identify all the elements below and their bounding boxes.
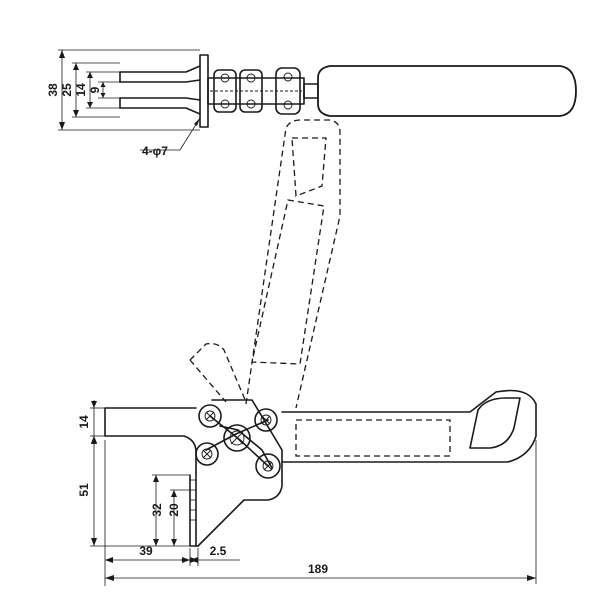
top-rivet	[220, 73, 230, 83]
side-dim-51: 51	[77, 436, 190, 547]
dim-label-14-side: 14	[77, 415, 91, 429]
dim-label-32: 32	[150, 503, 164, 517]
top-rivet	[220, 99, 230, 109]
phantom-handle-grip	[251, 199, 325, 365]
top-handle-grip	[317, 65, 577, 117]
top-dim-holes: 4-φ7	[140, 117, 201, 158]
top-fork-upper-outer	[119, 65, 201, 73]
side-view: 14 51 32 20 39	[77, 119, 537, 586]
dim-label-holes: 4-φ7	[142, 144, 168, 158]
phantom-handle-outline	[245, 119, 341, 409]
dim-label-25: 25	[60, 83, 74, 97]
handle-grip-hidden	[295, 419, 451, 457]
top-dim-38: 38	[46, 49, 200, 131]
top-dim-14: 14	[74, 71, 120, 109]
pivot-5	[255, 453, 281, 479]
top-fork-lower-outer	[119, 107, 201, 115]
top-rivet	[246, 99, 256, 109]
link-bar-lower	[205, 419, 269, 451]
top-fork-upper-inner	[119, 79, 201, 83]
pivot-3	[223, 424, 251, 452]
dim-label-51: 51	[77, 483, 91, 497]
side-dim-189: 189	[105, 440, 537, 584]
top-view: 38 25 14 9 4-φ7	[46, 49, 577, 158]
dim-label-189: 189	[308, 562, 328, 576]
clamp-arm	[104, 407, 197, 473]
side-dim-39: 39	[104, 440, 191, 586]
phantom-clamp-arm-edge	[189, 359, 227, 403]
phantom-handle-loop	[291, 137, 327, 197]
top-fork-lower-inner	[119, 97, 201, 101]
dim-label-38: 38	[46, 83, 60, 97]
top-handle-shaft	[303, 83, 319, 99]
pivot-4	[195, 442, 219, 466]
dim-label-14-top: 14	[74, 83, 88, 97]
side-dim-2.5: 2.5	[180, 544, 240, 566]
side-bracket	[197, 399, 283, 547]
top-dim-25: 25	[60, 62, 120, 118]
pivot-1	[198, 404, 222, 428]
top-rivet	[283, 72, 293, 82]
side-dim-20: 20	[167, 489, 190, 546]
side-dim-14: 14	[77, 400, 105, 444]
dim-label-20: 20	[167, 503, 181, 517]
dim-label-2.5: 2.5	[210, 544, 227, 558]
top-rivet	[283, 100, 293, 110]
side-dim-32: 32	[150, 474, 190, 546]
top-rivet	[246, 73, 256, 83]
handle-end-loop	[469, 397, 521, 449]
top-mount-plate	[199, 54, 209, 128]
handle-outline	[281, 389, 537, 463]
dim-label-39: 39	[139, 544, 153, 558]
dim-label-9: 9	[88, 86, 102, 93]
phantom-clamp-arm	[189, 342, 247, 403]
top-dim-9: 9	[88, 81, 120, 99]
pivot-2	[254, 408, 278, 432]
